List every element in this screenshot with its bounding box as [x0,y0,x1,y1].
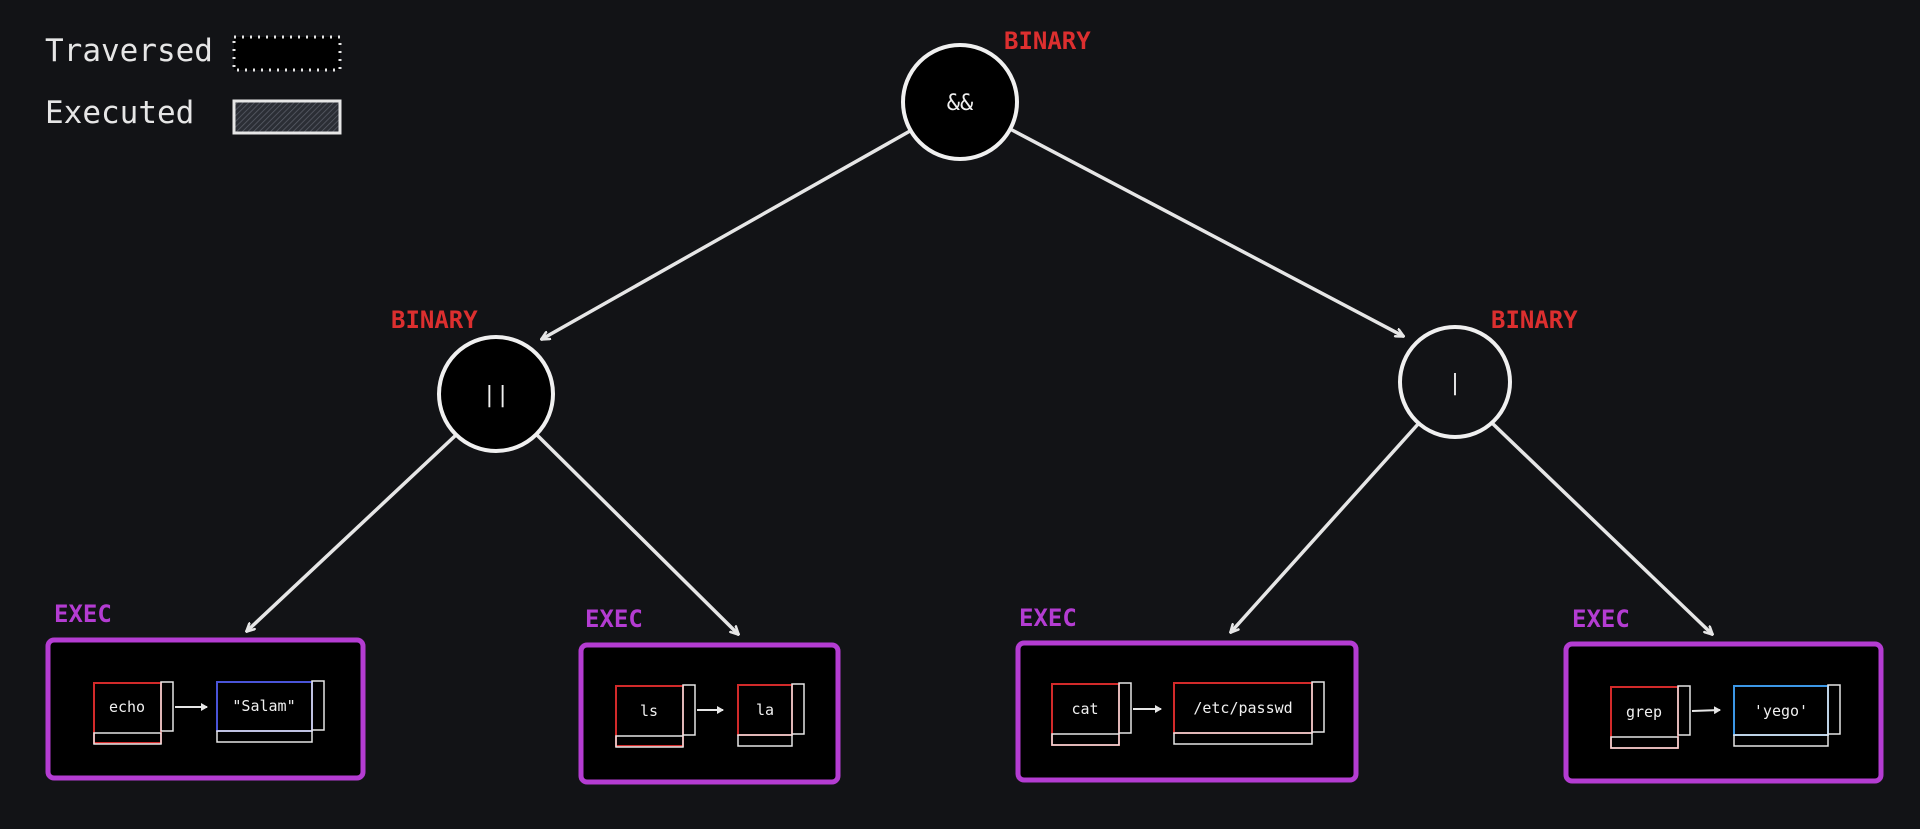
root-operator: && [947,91,974,116]
arg-token-base [1733,734,1829,747]
legend: Traversed Executed [45,33,342,135]
command-token-side [160,681,174,732]
arg-token-base [216,730,313,743]
exec-type-label: EXEC [1019,604,1077,632]
arg-token-side [311,680,325,731]
arg-token: 'yego' [1754,702,1808,720]
exec-node-cat: EXEC cat /etc/passwd [1015,604,1359,783]
right-node-circle [1398,325,1512,439]
arg-token: "Salam" [232,697,295,715]
exec-node-ls: EXEC ls la [578,605,841,785]
exec-node-echo: EXEC echo "Salam" [45,600,366,781]
exec-type-label: EXEC [585,605,643,633]
command-token-side [1118,682,1132,734]
edge-root-left [542,129,912,341]
edge-right-cat [1231,421,1421,632]
root-node-circle [901,43,1019,161]
command-token-base [93,732,162,745]
arg-token-base [737,734,793,747]
edge-right-grep [1490,421,1712,634]
exec-node-grep: EXEC grep 'yego' [1563,605,1884,784]
left-operator: || [483,383,510,408]
exec-box [578,642,841,785]
exec-type-label: EXEC [54,600,112,628]
right-node: | BINARY [1398,306,1578,439]
root-type-label: BINARY [1004,27,1091,55]
left-node-circle [437,335,555,453]
exec-type-label: EXEC [1572,605,1630,633]
command-token-side [682,684,696,736]
legend-executed-label: Executed [45,95,194,131]
command-token-base [1610,736,1679,749]
exec-box [1563,641,1884,784]
arg-token-base [1173,732,1313,745]
left-node: || BINARY [391,306,555,453]
legend-traversed-swatch [232,35,342,72]
edge-root-right [1010,128,1403,338]
token-link-arrow [1691,706,1721,715]
left-type-label: BINARY [391,306,478,334]
exec-box [45,637,366,781]
legend-traversed-label: Traversed [45,33,213,69]
command-token: cat [1071,700,1098,718]
tree-edges [247,128,1712,634]
arg-token: la [756,701,774,719]
edge-left-ls [535,433,738,634]
exec-box [1015,640,1359,783]
right-operator: | [1448,371,1461,396]
command-token-base [1051,733,1120,746]
command-token: grep [1626,703,1662,721]
arg-token: /etc/passwd [1193,699,1292,717]
root-node: && BINARY [901,27,1091,161]
command-token: echo [109,698,145,716]
arg-token-side [791,683,805,735]
arg-token-side [1311,681,1325,733]
right-type-label: BINARY [1491,306,1578,334]
edge-left-echo [247,433,458,631]
arg-token-side [1827,684,1841,735]
command-token: ls [640,702,658,720]
command-token-base [615,735,684,748]
legend-executed-swatch [232,99,342,135]
command-token-side [1677,685,1691,736]
